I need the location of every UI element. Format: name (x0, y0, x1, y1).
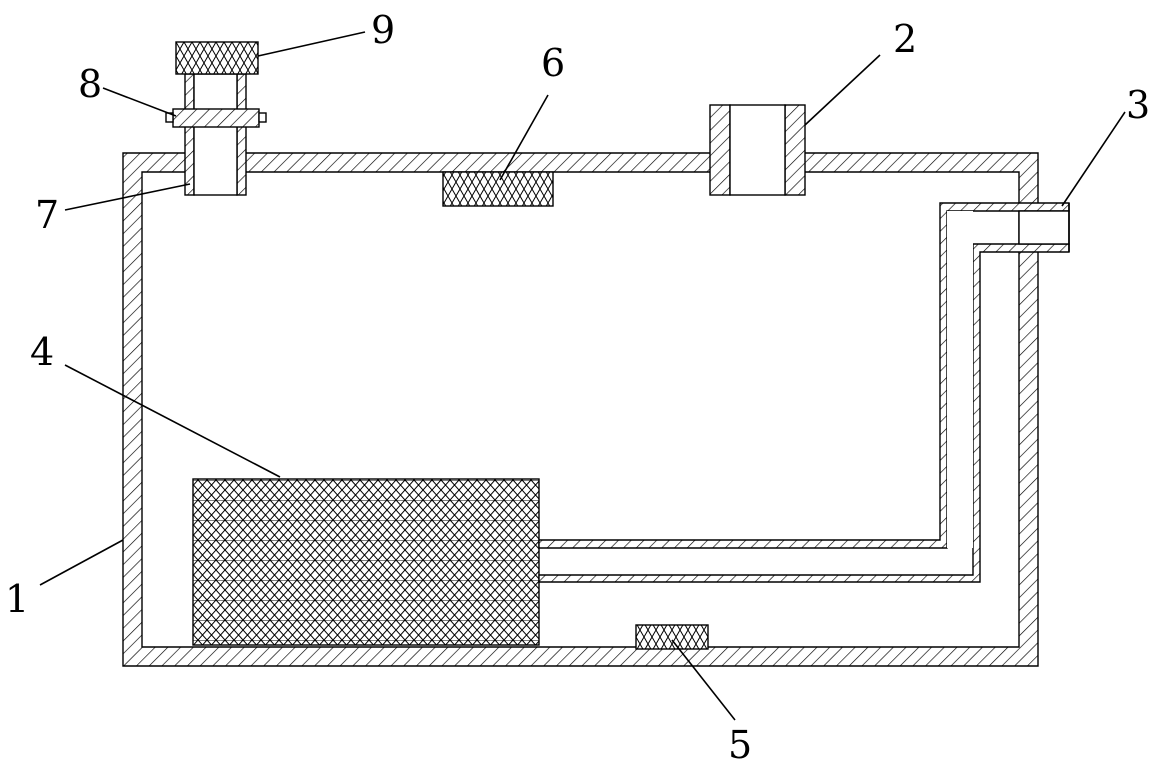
callout-2: 2 (893, 17, 917, 61)
inlet-tube (184, 73, 247, 196)
leader-lines (39, 31, 1126, 721)
bottom-block (635, 624, 709, 650)
callout-5: 5 (728, 723, 752, 766)
callout-labels: 1 2 3 4 5 6 7 8 9 (5, 8, 1150, 766)
callout-6: 6 (541, 41, 565, 85)
callout-9: 9 (371, 8, 395, 52)
callout-8: 8 (78, 62, 102, 106)
top-block (442, 171, 554, 207)
tube-cap (175, 41, 259, 75)
callout-1: 1 (5, 577, 29, 621)
callout-4: 4 (30, 330, 54, 374)
bent-pipe (538, 202, 1070, 583)
main-block (192, 478, 540, 646)
collar-ring (165, 108, 267, 128)
top-sleeve (709, 104, 806, 196)
callout-3: 3 (1126, 83, 1150, 127)
callout-7: 7 (35, 193, 59, 237)
